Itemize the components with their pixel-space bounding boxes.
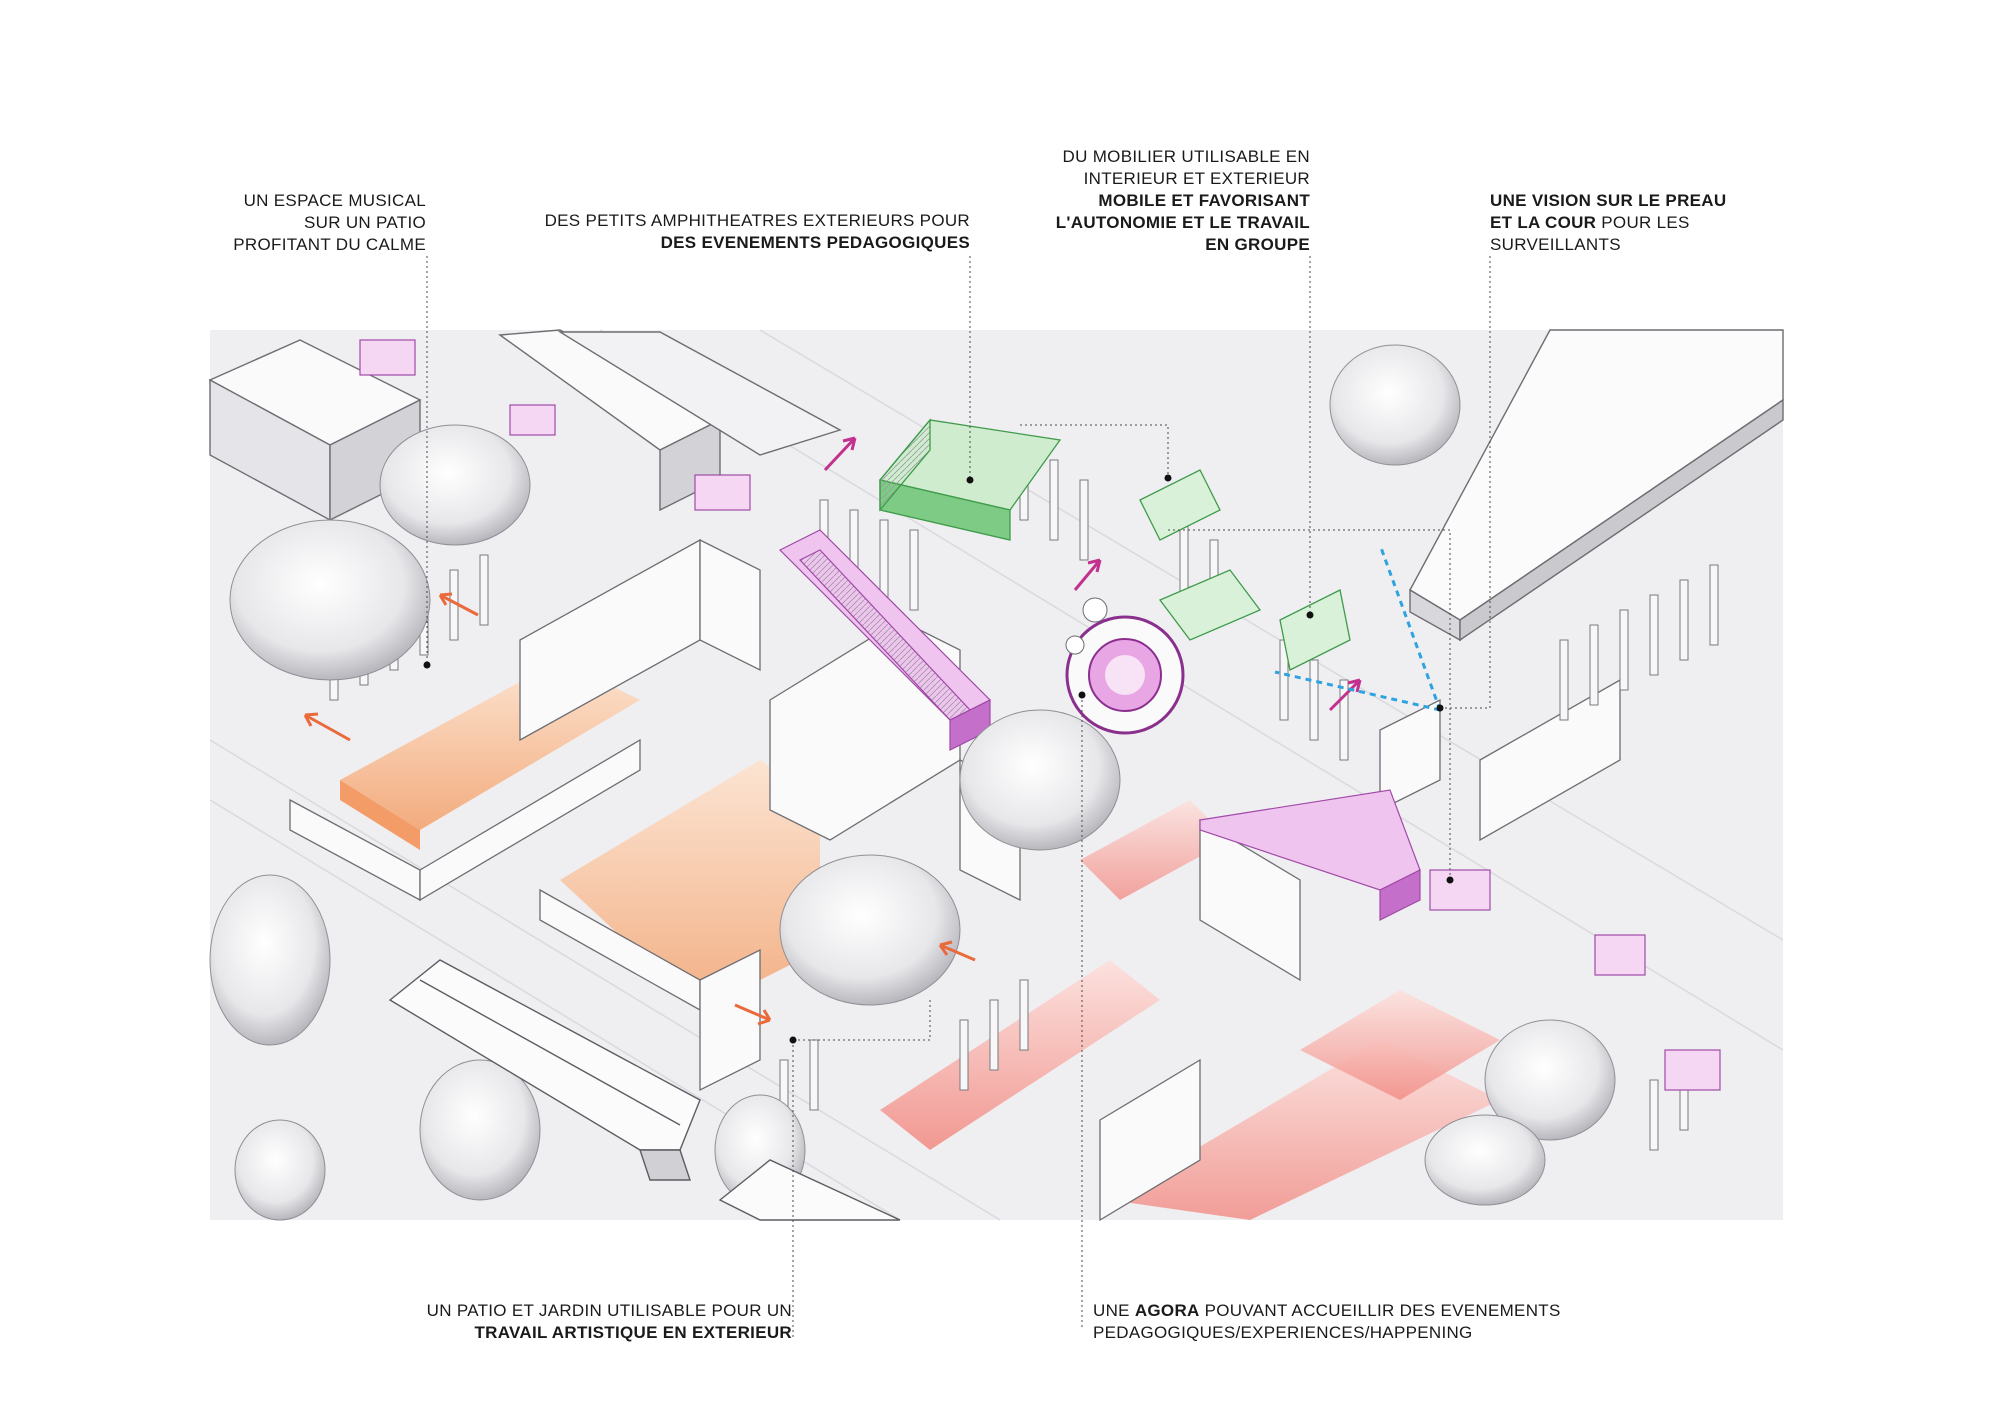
music-line-1: UN ESPACE MUSICAL: [243, 191, 426, 210]
mobilier-line-5: EN GROUPE: [1205, 235, 1310, 254]
pink-arrows: [823, 436, 1362, 712]
vision-line-2-rest: POUR LES: [1596, 213, 1690, 232]
vision-line-1: UNE VISION SUR LE PREAU: [1490, 191, 1727, 210]
preau-building: [1409, 329, 1784, 642]
mobilier-line-1: DU MOBILIER UTILISABLE EN: [1062, 147, 1310, 166]
patio-line-2: TRAVAIL ARTISTIQUE EN EXTERIEUR: [474, 1323, 792, 1342]
classroom-zones: [880, 800, 1500, 1220]
buses: [388, 959, 901, 1221]
green-amphitheatres: [878, 418, 1351, 671]
orange-arrows: [303, 592, 976, 1026]
mobilier-line-3: MOBILE ET FAVORISANT: [1098, 191, 1310, 210]
vision-line-2-bold: ET LA COUR: [1490, 213, 1597, 232]
amphi-line-2: DES EVENEMENTS PEDAGOGIQUES: [660, 233, 970, 252]
leader-dots: [423, 474, 1454, 1044]
trees: [209, 344, 1616, 1221]
label-patio-garden: UN PATIO ET JARDIN UTILISABLE POUR UN TR…: [330, 1300, 792, 1344]
amphi-line-1: DES PETITS AMPHITHEATRES EXTERIEURS POUR: [544, 211, 970, 230]
music-line-2: SUR UN PATIO: [304, 213, 426, 232]
label-mobilier: DU MOBILIER UTILISABLE EN INTERIEUR ET E…: [1000, 146, 1310, 256]
vision-line-3: SURVEILLANTS: [1490, 235, 1621, 254]
agora-line-2: PEDAGOGIQUES/EXPERIENCES/HAPPENING: [1093, 1323, 1473, 1342]
music-line-3: PROFITANT DU CALME: [233, 235, 426, 254]
label-agora: UNE AGORA POUVANT ACCUEILLIR DES EVENEME…: [1093, 1300, 1613, 1344]
agora-line-1-post: POUVANT ACCUEILLIR DES EVENEMENTS: [1199, 1301, 1561, 1320]
agora-line-1-pre: UNE: [1093, 1301, 1135, 1320]
label-amphitheatres: DES PETITS AMPHITHEATRES EXTERIEURS POUR…: [470, 210, 970, 254]
mobilier-line-2: INTERIEUR ET EXTERIEUR: [1083, 169, 1310, 188]
agora: [1065, 597, 1185, 735]
patio-line-1: UN PATIO ET JARDIN UTILISABLE POUR UN: [426, 1301, 792, 1320]
pink-stairs: [778, 529, 1421, 921]
agora-line-1-bold: AGORA: [1134, 1301, 1200, 1320]
label-vision: UNE VISION SUR LE PREAU ET LA COUR POUR …: [1490, 190, 1790, 256]
mobilier-line-4: L'AUTONOMIE ET LE TRAVAIL: [1055, 213, 1310, 232]
leader-lines: [426, 256, 1491, 1340]
pink-furniture: [359, 339, 1721, 1091]
art-patio-zone: [560, 760, 820, 1010]
blue-sightlines: [1274, 544, 1442, 712]
label-music-space: UN ESPACE MUSICAL SUR UN PATIO PROFITANT…: [180, 190, 426, 256]
